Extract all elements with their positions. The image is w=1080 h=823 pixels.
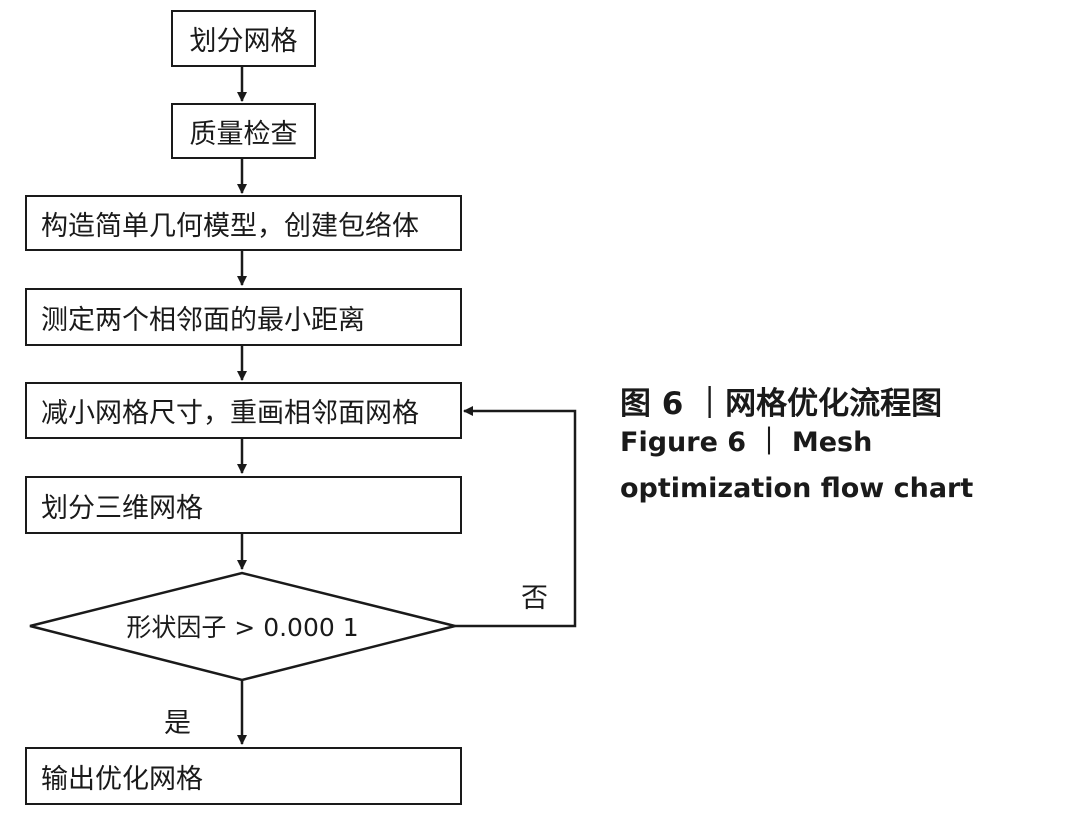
step-measure-distance: 测定两个相邻面的最小距离 xyxy=(25,288,462,346)
step-reduce-mesh-size: 减小网格尺寸，重画相邻面网格 xyxy=(25,382,462,439)
step-build-envelope: 构造简单几何模型，创建包络体 xyxy=(25,195,462,251)
step-output-mesh: 输出优化网格 xyxy=(25,747,462,805)
no-branch-label: 否 xyxy=(521,583,548,614)
arrow-no-loop xyxy=(455,406,577,628)
figure-caption-cn: 图 6 ｜网格优化流程图 xyxy=(620,386,943,422)
step-3d-mesh: 划分三维网格 xyxy=(25,476,462,534)
decision-label: 形状因子 > 0.000 1 xyxy=(126,613,359,642)
figure-caption-en: Figure 6 ｜ Mesh optimization flow chart xyxy=(620,427,974,504)
decision-diamond xyxy=(29,571,456,682)
yes-branch-label: 是 xyxy=(164,708,191,739)
step-divide-mesh: 划分网格 xyxy=(171,10,316,67)
step-quality-check: 质量检查 xyxy=(171,103,316,159)
